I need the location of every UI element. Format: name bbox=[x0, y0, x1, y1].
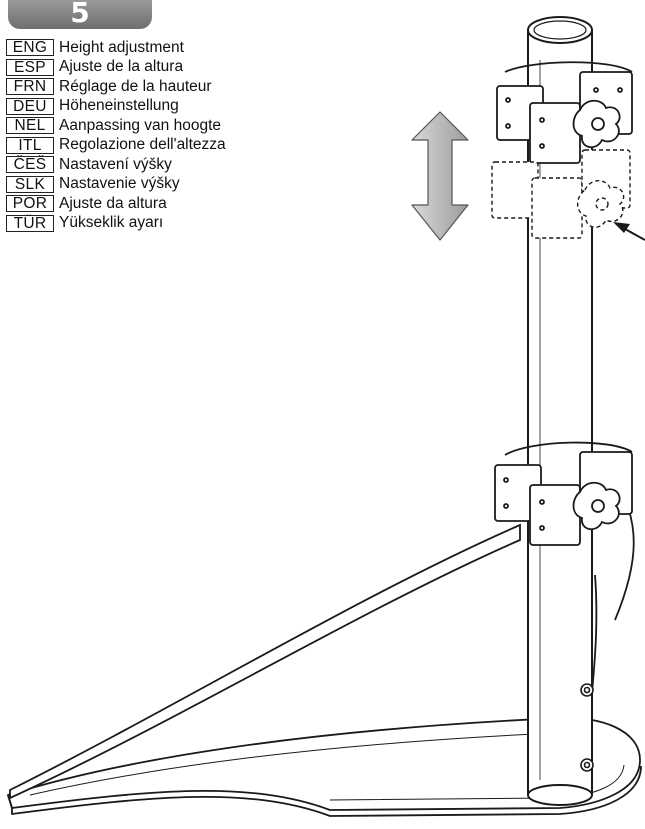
language-code: ITL bbox=[6, 136, 54, 154]
language-row-nel: NEL Aanpassing van hoogte bbox=[6, 116, 226, 136]
step-number: 5 bbox=[70, 0, 90, 29]
language-row-frn: FRN Réglage de la hauteur bbox=[6, 77, 226, 97]
language-text: Nastavení výšky bbox=[59, 155, 172, 173]
step-number-badge: 5 bbox=[8, 0, 152, 29]
stand-base bbox=[7, 716, 642, 817]
language-text: Aanpassing van hoogte bbox=[59, 116, 222, 134]
language-text: Regolazione dell'altezza bbox=[59, 136, 226, 154]
language-text: Height adjustment bbox=[59, 38, 184, 56]
language-text: Höheneinstellung bbox=[59, 97, 179, 115]
pole-screws bbox=[580, 683, 594, 772]
language-code: ESP bbox=[6, 58, 54, 76]
language-list: ENG Height adjustment ESP Ajuste de la alt… bbox=[6, 38, 226, 233]
language-code: ENG bbox=[6, 39, 54, 57]
knob-pointer-arrow-icon bbox=[613, 222, 645, 241]
language-row-deu: DEU Höheneinstellung bbox=[6, 97, 226, 117]
language-code: DEU bbox=[6, 97, 54, 115]
language-text: Ajuste da altura bbox=[59, 194, 167, 212]
language-row-slk: SLK Nastavenie výšky bbox=[6, 175, 226, 195]
language-row-ces: ČEŠ Nastavení výšky bbox=[6, 155, 226, 175]
language-row-itl: ITL Regolazione dell'altezza bbox=[6, 136, 226, 156]
language-row-tur: TÜR Yükseklik ayarı bbox=[6, 214, 226, 234]
upper-clamp-alternate-position bbox=[491, 149, 631, 239]
language-text: Ajuste de la altura bbox=[59, 58, 184, 76]
language-code: SLK bbox=[6, 175, 54, 193]
language-row-eng: ENG Height adjustment bbox=[6, 38, 226, 58]
language-code: FRN bbox=[6, 78, 54, 96]
language-code: ČEŠ bbox=[6, 156, 54, 174]
language-code: POR bbox=[6, 195, 54, 213]
language-code: NEL bbox=[6, 117, 54, 135]
language-row-esp: ESP Ajuste de la altura bbox=[6, 58, 226, 78]
language-text: Yükseklik ayarı bbox=[59, 214, 164, 232]
lower-clamp bbox=[494, 441, 633, 546]
language-text: Nastavenie výšky bbox=[59, 175, 180, 193]
language-row-por: POR Ajuste da altura bbox=[6, 194, 226, 214]
language-text: Réglage de la hauteur bbox=[59, 77, 212, 95]
height-adjust-arrow-icon bbox=[411, 111, 469, 241]
language-code: TÜR bbox=[6, 214, 54, 232]
upper-clamp bbox=[496, 61, 633, 164]
